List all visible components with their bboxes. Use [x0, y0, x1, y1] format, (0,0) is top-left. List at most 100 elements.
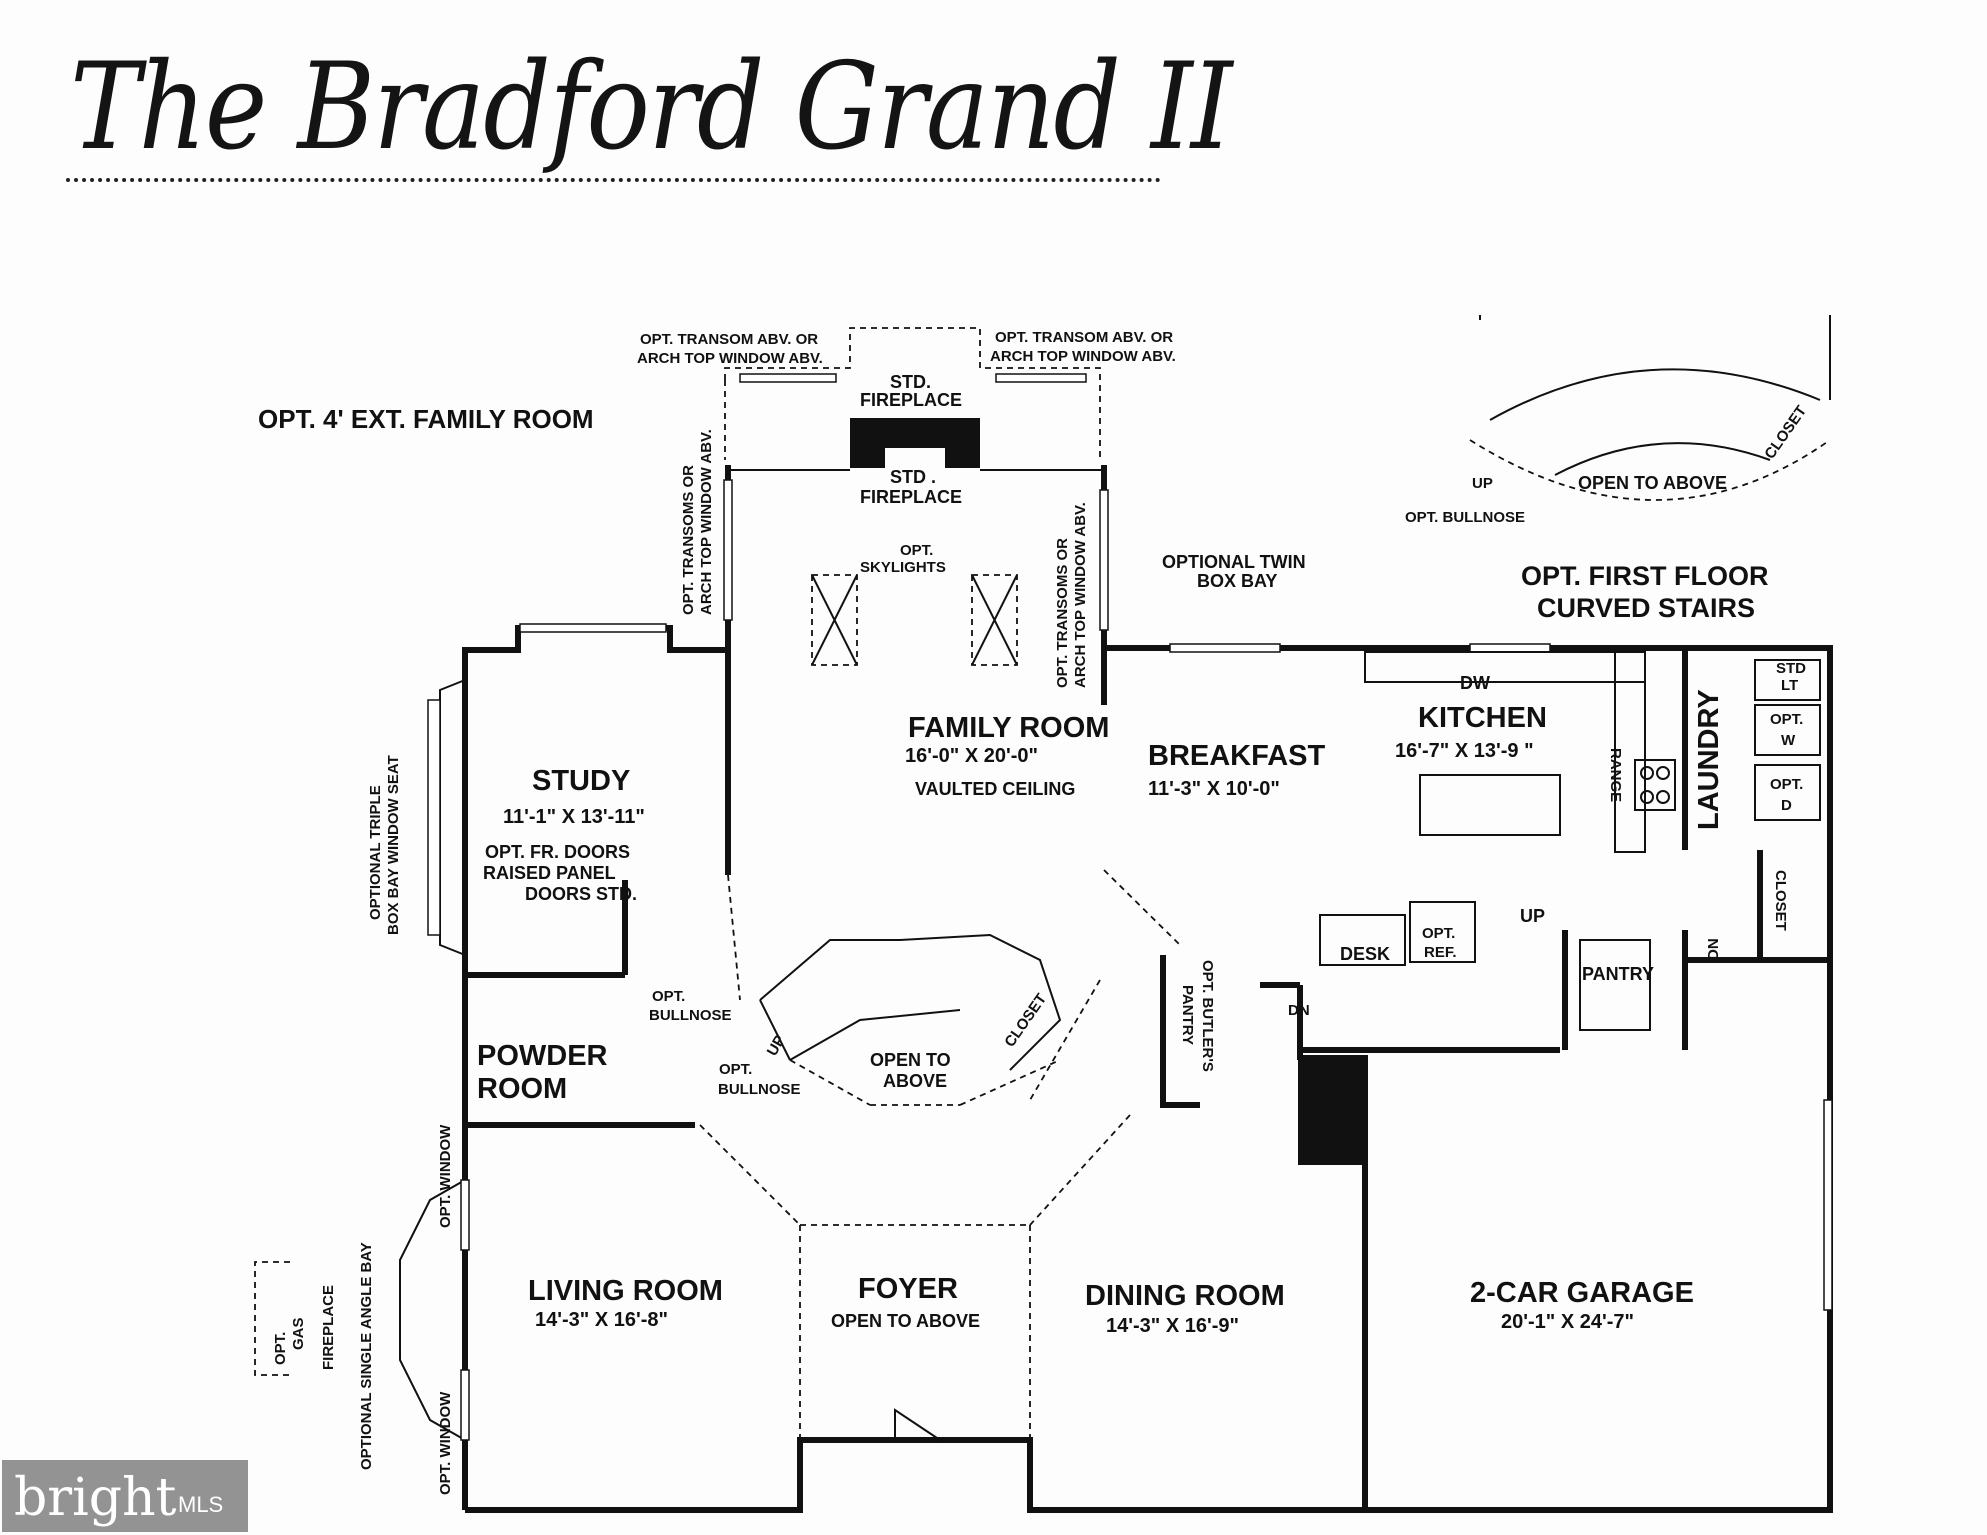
bullnose-1b: BULLNOSE [649, 1007, 732, 1024]
closet-mid: CLOSET [1001, 991, 1050, 1051]
fr-doors-note-1: OPT. FR. DOORS [485, 842, 630, 862]
pantry-label: PANTRY [1582, 964, 1654, 984]
powder-room-label-1: POWDER [477, 1040, 608, 1072]
range-label: RANGE [1607, 748, 1624, 802]
opt-w-2: W [1781, 732, 1796, 749]
std-lt-1: STD [1776, 660, 1806, 677]
standard-fireplace [850, 418, 980, 468]
stairs-open-to-above: OPEN TO ABOVE [1578, 473, 1727, 493]
transoms-right-note-2: ARCH TOP WINDOW ABV. [1072, 502, 1089, 688]
bullnose-2a: OPT. [719, 1061, 752, 1078]
std-fireplace-upper-1: STD. [890, 372, 931, 392]
opt-ext-family-room-note: OPT. 4' EXT. FAMILY ROOM [258, 404, 594, 434]
title-underline [66, 178, 1161, 182]
optional-gas-fireplace [254, 1261, 290, 1376]
butlers-pantry-1: OPT. BUTLER'S [1199, 960, 1216, 1072]
family-room-dims: 16'-0" X 20'-0" [905, 745, 1038, 767]
std-lt-2: LT [1781, 677, 1798, 694]
kitchen-dims: 16'-7" X 13'-9 " [1395, 740, 1534, 762]
closet-right: CLOSET [1772, 870, 1789, 931]
open-to-above-mid-1: OPEN TO [870, 1050, 951, 1070]
opt-w-1: OPT. [1770, 711, 1803, 728]
family-room-extension-outline [724, 327, 1101, 460]
gas-fireplace-2: GAS [290, 1317, 307, 1350]
watermark-suffix: MLS [178, 1492, 224, 1517]
optional-skylights [811, 574, 1018, 666]
kitchen-fixtures [1319, 651, 1821, 1031]
optional-triple-box-bay [427, 679, 466, 956]
breakfast-label: BREAKFAST [1148, 740, 1326, 772]
first-floor-stairs-note-2: CURVED STAIRS [1537, 593, 1755, 623]
exterior-walls [462, 465, 1833, 1513]
transom-left-note-1: OPT. TRANSOM ABV. OR [640, 331, 818, 348]
study-label: STUDY [532, 765, 630, 797]
garage-dims: 20'-1" X 24'-7" [1501, 1311, 1634, 1333]
powder-room-label-2: ROOM [477, 1073, 567, 1105]
mls-watermark [2, 1460, 248, 1532]
opt-ref-1: OPT. [1422, 925, 1455, 942]
std-fireplace-upper-2: FIREPLACE [860, 390, 962, 410]
foyer-note: OPEN TO ABOVE [831, 1311, 980, 1331]
butlers-pantry-2: PANTRY [1179, 985, 1196, 1045]
first-floor-stairs-note-1: OPT. FIRST FLOOR [1521, 561, 1769, 591]
transoms-right-note-1: OPT. TRANSOMS OR [1054, 538, 1071, 688]
garage-side-window [1823, 1099, 1833, 1311]
gas-fireplace-1: OPT. [272, 1332, 289, 1365]
garage-label: 2-CAR GARAGE [1470, 1277, 1694, 1309]
opt-d-1: OPT. [1770, 776, 1803, 793]
closet-top: CLOSET [1761, 403, 1810, 463]
triple-box-bay-note-2: BOX BAY WINDOW SEAT [385, 755, 402, 935]
transom-right-note-1: OPT. TRANSOM ABV. OR [995, 329, 1173, 346]
transom-left-note-2: ARCH TOP WINDOW ABV. [637, 350, 823, 367]
twin-box-bay-note-1: OPTIONAL TWIN [1162, 552, 1306, 572]
fr-doors-note-3: DOORS STD. [525, 884, 637, 904]
opt-window-upper: OPT. WINDOW [437, 1124, 454, 1228]
study-dims: 11'-1" X 13'-11" [503, 806, 645, 828]
dn-right: DN [1705, 938, 1722, 960]
std-fireplace-lower-1: STD . [890, 467, 936, 487]
open-to-above-mid-2: ABOVE [883, 1071, 947, 1091]
kitchen-label: KITCHEN [1418, 702, 1547, 734]
skylights-note-2: SKYLIGHTS [860, 559, 946, 576]
desk-label: DESK [1340, 944, 1390, 964]
opt-bullnose-top: OPT. BULLNOSE [1405, 509, 1525, 526]
foyer-label: FOYER [858, 1273, 958, 1305]
up-mid: UP [764, 1032, 789, 1059]
watermark-brand: bright [14, 1468, 177, 1528]
dw-label: DW [1460, 673, 1490, 693]
transoms-left-note-2: ARCH TOP WINDOW ABV. [698, 429, 715, 615]
up-kitchen: UP [1520, 906, 1545, 926]
laundry-label: LAUNDRY [1693, 689, 1725, 830]
dining-room-dims: 14'-3" X 16'-9" [1106, 1315, 1239, 1337]
family-room-label: FAMILY ROOM [908, 712, 1109, 744]
foyer-outline [699, 869, 1181, 1441]
main-staircase [759, 933, 1062, 1106]
plan-title: The Bradford Grand II [70, 38, 1233, 177]
fr-doors-note-2: RAISED PANEL [483, 863, 616, 883]
up-top: UP [1472, 475, 1493, 492]
optional-curved-stairs [1469, 315, 1831, 501]
gas-fireplace-3: FIREPLACE [320, 1285, 337, 1370]
opt-transom-window-right [995, 373, 1087, 383]
twin-box-bay-note-2: BOX BAY [1197, 571, 1277, 591]
opt-d-2: D [1781, 797, 1792, 814]
triple-box-bay-note-1: OPTIONAL TRIPLE [367, 785, 384, 920]
transoms-left-note-1: OPT. TRANSOMS OR [680, 465, 697, 615]
bullnose-2b: BULLNOSE [718, 1081, 801, 1098]
opt-ref-2: REF. [1424, 944, 1457, 961]
transom-right-note-2: ARCH TOP WINDOW ABV. [990, 348, 1176, 365]
living-room-label: LIVING ROOM [528, 1275, 723, 1307]
opt-transom-window-left [739, 373, 837, 383]
optional-single-angle-bay [399, 1179, 470, 1441]
std-fireplace-lower-2: FIREPLACE [860, 487, 962, 507]
dn-left: DN [1288, 1002, 1310, 1019]
living-room-dims: 14'-3" X 16'-8" [535, 1309, 668, 1331]
skylights-note-1: OPT. [900, 542, 933, 559]
breakfast-dims: 11'-3" X 10'-0" [1148, 778, 1280, 800]
single-angle-bay-note: OPTIONAL SINGLE ANGLE BAY [358, 1242, 375, 1470]
bullnose-1a: OPT. [652, 988, 685, 1005]
family-room-note: VAULTED CEILING [915, 779, 1075, 799]
dining-room-label: DINING ROOM [1085, 1280, 1285, 1312]
